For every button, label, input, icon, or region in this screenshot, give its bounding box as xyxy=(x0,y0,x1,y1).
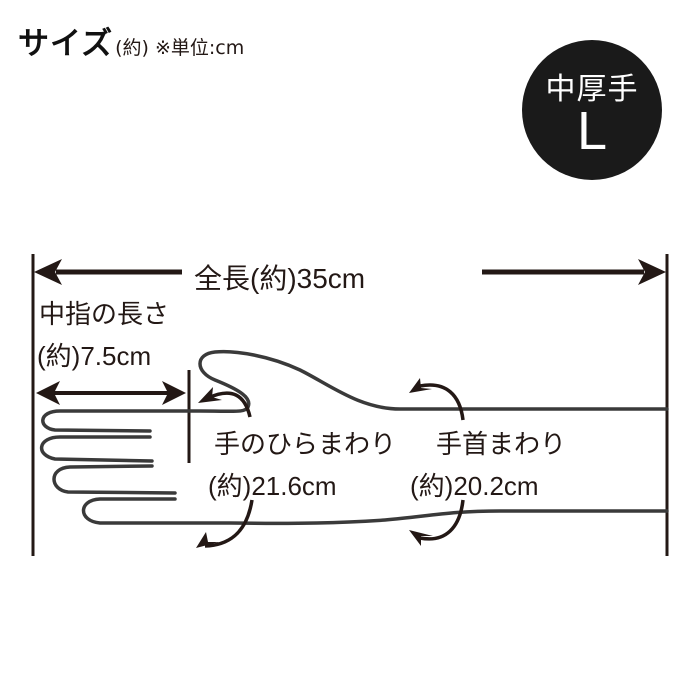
page-header: サイズ(約) ※単位:cm xyxy=(18,18,244,63)
thickness-label: 中厚手 xyxy=(545,72,639,107)
size-label: L xyxy=(576,101,608,161)
middle-finger-label: 中指の長さ xyxy=(39,299,170,329)
palm-rotation-arrows xyxy=(204,391,254,548)
glove-outline xyxy=(40,349,669,526)
page-title: サイズ xyxy=(18,26,114,62)
total-length-label: 全長(約)35cm xyxy=(188,257,372,297)
total-length-arrow xyxy=(34,259,666,285)
size-badge: 中厚手 L xyxy=(522,40,662,180)
middle-finger-value: (約)7.5cm xyxy=(37,341,152,371)
palm-circumference-value: (約)21.6cm xyxy=(208,471,337,501)
unit-note: (約) ※単位:cm xyxy=(115,37,245,59)
wrist-circumference-value: (約)20.2cm xyxy=(410,471,539,501)
palm-circumference-label: 手のひらまわり xyxy=(214,429,397,459)
wrist-circumference-label: 手首まわり xyxy=(436,429,567,459)
wrist-rotation-arrows xyxy=(419,383,465,541)
middle-finger-arrow xyxy=(36,370,191,463)
